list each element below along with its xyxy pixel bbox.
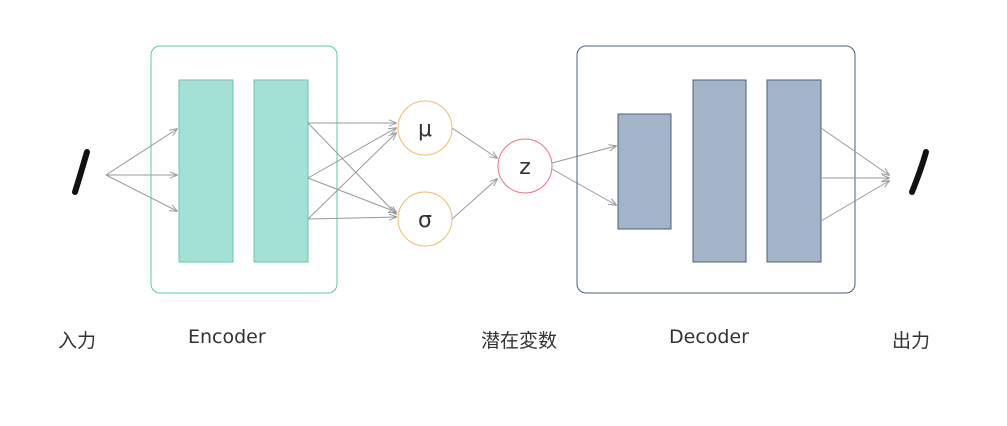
decoder-layer-3 (766, 79, 822, 263)
encoder-box (150, 45, 338, 294)
sigma-label: σ (418, 208, 432, 233)
z-node (497, 138, 553, 194)
output-arrows (820, 127, 889, 222)
decoder-layer-2 (692, 79, 747, 263)
decoder-caption: Decoder (669, 326, 749, 348)
output-digit-icon (909, 149, 929, 195)
encoder-layer-1 (178, 79, 234, 263)
encoder-output-arrows (307, 123, 396, 219)
output-caption: 出力 (892, 330, 931, 352)
encoder-layer-2 (253, 79, 309, 263)
z-label: z (519, 155, 531, 180)
latent-input-arrows (451, 127, 497, 220)
decoder-box (576, 45, 856, 294)
latent-caption: 潜在変数 (481, 330, 558, 352)
decoder-input-arrows (551, 146, 616, 205)
input-arrows (105, 129, 177, 211)
mu-node (397, 100, 453, 156)
decoder-layer-1 (617, 113, 672, 230)
input-digit-icon (72, 149, 90, 195)
input-caption: 入力 (58, 330, 97, 352)
mu-label: μ (418, 117, 432, 142)
encoder-caption: Encoder (188, 326, 266, 348)
